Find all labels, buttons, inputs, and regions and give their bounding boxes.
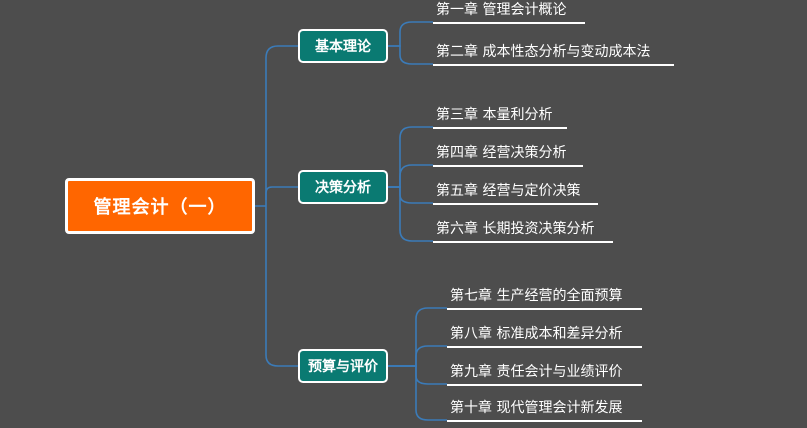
chapter-1[interactable]: 第一章 管理会计概论 bbox=[433, 0, 585, 24]
branch-decision-analysis[interactable]: 决策分析 bbox=[298, 170, 388, 204]
chapter-8[interactable]: 第八章 标准成本和差异分析 bbox=[447, 324, 642, 348]
branch-basic-theory[interactable]: 基本理论 bbox=[298, 29, 388, 63]
chapter-2[interactable]: 第二章 成本性态分析与变动成本法 bbox=[433, 42, 674, 66]
chapter-6[interactable]: 第六章 长期投资决策分析 bbox=[433, 219, 613, 243]
connector-trunk-budget bbox=[265, 206, 298, 367]
connector-b2-c6 bbox=[388, 186, 433, 242]
root-node[interactable]: 管理会计（一） bbox=[65, 178, 255, 234]
connector-b2-c4 bbox=[388, 164, 433, 188]
chapter-3[interactable]: 第三章 本量利分析 bbox=[433, 105, 567, 129]
chapter-5[interactable]: 第五章 经营与定价决策 bbox=[433, 181, 598, 205]
connector-b1-c2 bbox=[388, 45, 433, 65]
connector-b2-c5 bbox=[388, 186, 433, 204]
connector-trunk-decision bbox=[265, 186, 298, 200]
chapter-9[interactable]: 第九章 责任会计与业绩评价 bbox=[447, 362, 642, 386]
connector-b2-c3 bbox=[388, 126, 433, 188]
connector-b1-c1 bbox=[388, 21, 433, 47]
connector-trunk-basic bbox=[265, 45, 298, 206]
connector-b3-c7 bbox=[388, 307, 447, 367]
chapter-10[interactable]: 第十章 现代管理会计新发展 bbox=[447, 398, 642, 422]
connector-b3-c10 bbox=[388, 365, 447, 421]
connector-b3-c8 bbox=[388, 345, 447, 367]
branch-budget-evaluation[interactable]: 预算与评价 bbox=[298, 349, 388, 383]
connector-b3-c9 bbox=[388, 365, 447, 385]
chapter-7[interactable]: 第七章 生产经营的全面预算 bbox=[447, 286, 642, 310]
chapter-4[interactable]: 第四章 经营决策分析 bbox=[433, 143, 583, 167]
